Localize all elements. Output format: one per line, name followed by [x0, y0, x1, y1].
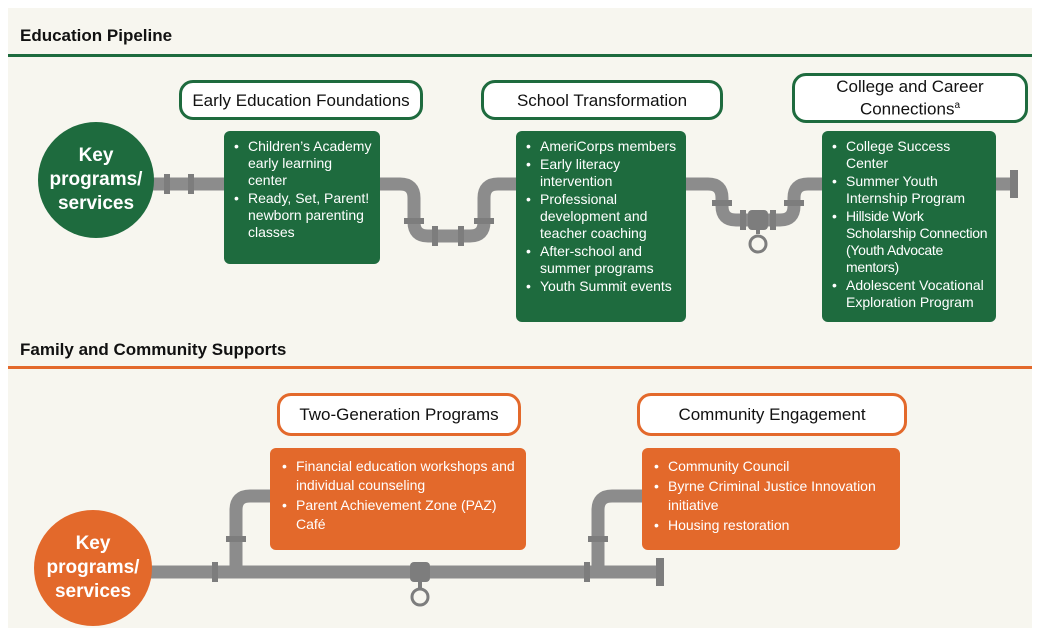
- stage-box-college-career: College Success Center Summer Youth Inte…: [822, 131, 996, 322]
- stage-header-community-engagement: Community Engagement: [637, 393, 907, 436]
- pipe-coupling: [404, 218, 424, 224]
- list-item: Ready, Set, Parent! newborn parenting cl…: [230, 190, 374, 241]
- list-item: Youth Summit events: [522, 278, 680, 295]
- pipe-coupling: [712, 200, 732, 206]
- stage-box-two-generation: Financial education workshops and indivi…: [270, 448, 526, 550]
- pipe-end-cap: [656, 558, 664, 586]
- list-item: Financial education workshops and indivi…: [278, 457, 518, 495]
- pipe-coupling: [770, 210, 776, 230]
- pipe-coupling: [188, 174, 194, 194]
- pipe-coupling: [740, 210, 746, 230]
- list-item: After-school and summer programs: [522, 243, 680, 277]
- family-divider: [8, 366, 1032, 369]
- family-key-circle: Key programs/ services: [34, 510, 152, 626]
- pipe-coupling: [584, 562, 590, 582]
- pipe-coupling: [432, 226, 438, 246]
- pipe-coupling: [588, 536, 608, 542]
- pipe-end-cap: [1010, 170, 1018, 198]
- valve-body: [410, 562, 430, 582]
- family-section-title: Family and Community Supports: [20, 340, 287, 359]
- key-label-line: programs/: [46, 557, 140, 578]
- list-item: Community Council: [650, 457, 892, 476]
- footnote-marker: a: [954, 100, 961, 112]
- stage-box-community-engagement: Community Council Byrne Criminal Justice…: [642, 448, 900, 550]
- valve-wheel: [748, 234, 768, 254]
- stage-header-two-generation: Two-Generation Programs: [277, 393, 521, 436]
- list-item: College Success Center: [828, 138, 990, 172]
- pipe-coupling: [458, 226, 464, 246]
- key-label-line: Key: [75, 533, 111, 554]
- key-label-line: services: [54, 581, 132, 602]
- family-pipe: [144, 489, 660, 579]
- pipe-coupling: [474, 218, 494, 224]
- education-section-title: Education Pipeline: [20, 26, 173, 45]
- key-label-line: programs/: [49, 169, 143, 190]
- stage-box-early-education: Children’s Academy early learning center…: [224, 131, 380, 264]
- valve-wheel: [410, 587, 430, 607]
- list-item: Children’s Academy early learning center: [230, 138, 374, 189]
- list-item: Byrne Criminal Justice Innovation initia…: [650, 477, 892, 515]
- pipe-coupling: [226, 536, 246, 542]
- pipe-coupling: [784, 200, 804, 206]
- list-item: Housing restoration: [650, 516, 892, 535]
- education-key-circle: Key programs/ services: [38, 122, 154, 238]
- list-item: Professional development and teacher coa…: [522, 191, 680, 242]
- education-divider: [8, 54, 1032, 57]
- valve-stem: [418, 582, 422, 590]
- key-label-line: Key: [78, 145, 114, 166]
- list-item: AmeriCorps members: [522, 138, 680, 155]
- list-item: Parent Achievement Zone (PAZ) Café: [278, 496, 518, 534]
- list-item: Hillside Work Scholarship Connection (Yo…: [828, 208, 990, 276]
- valve-body: [748, 210, 768, 230]
- pipe-coupling: [212, 562, 218, 582]
- stage-header-early-education: Early Education Foundations: [179, 80, 423, 120]
- stage-box-school-transformation: AmeriCorps members Early literacy interv…: [516, 131, 686, 322]
- key-label-line: services: [57, 193, 135, 214]
- stage-header-college-career: College and Career Connectionsa: [792, 73, 1028, 123]
- list-item: Early literacy intervention: [522, 156, 680, 190]
- stage-header-school-transformation: School Transformation: [481, 80, 723, 120]
- list-item: Adolescent Vocational Exploration Progra…: [828, 277, 990, 311]
- pipe-coupling: [164, 174, 170, 194]
- list-item: Summer Youth Internship Program: [828, 173, 990, 207]
